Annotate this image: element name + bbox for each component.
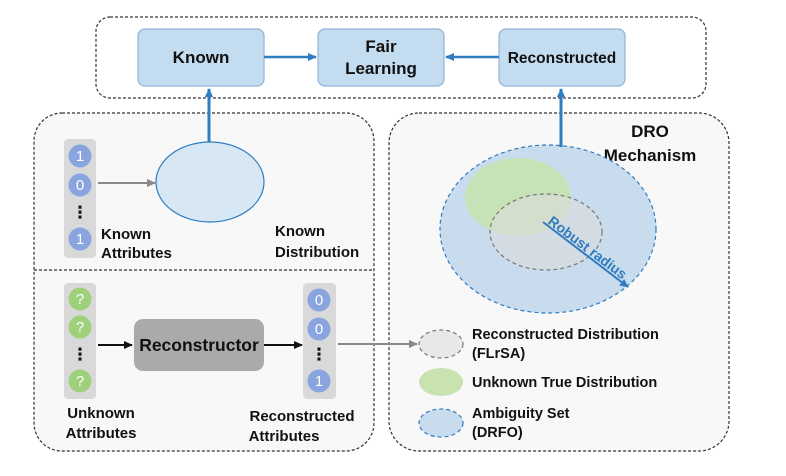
reconstructed-attributes-label-line2: Attributes (249, 428, 320, 445)
unknown-bit-2-value: ? (76, 319, 84, 336)
reconstructed-bits-ellipsis: ⋮ (311, 345, 328, 364)
legend-reconstructed-line2: (FLrSA) (472, 346, 525, 362)
legend-unknown-true-line1: Unknown True Distribution (472, 375, 657, 391)
legend-ambiguity-line2: (DRFO) (472, 425, 523, 441)
unknown-bit-1 (68, 287, 92, 311)
known-distribution-ellipse (155, 141, 265, 223)
reconstructed-bit-2 (307, 317, 331, 341)
fair-learning-label-line1: Fair (365, 37, 397, 56)
known-bit-3 (68, 227, 92, 251)
known-attributes-label-line2: Attributes (101, 245, 172, 262)
legend-reconstructed-swatch (418, 329, 464, 359)
known-attributes-label-line1: Known (101, 226, 151, 243)
known-distribution-label-line2: Distribution (275, 244, 359, 261)
dro-title-line2: Mechanism (604, 146, 697, 165)
unknown-attributes-column (64, 283, 96, 399)
unknown-attributes-label-line1: Unknown (67, 405, 135, 422)
reconstructed-bit-3 (307, 369, 331, 393)
robust-radius-arrow (542, 221, 629, 288)
known-bit-1 (68, 144, 92, 168)
known-bits-ellipsis: ⋮ (72, 203, 89, 222)
reconstructed-bit-2-value: 0 (315, 321, 323, 338)
reconstructed-box-label: Reconstructed (508, 50, 617, 67)
reconstructed-bit-3-value: 1 (315, 373, 323, 390)
dro-title-line1: DRO (631, 122, 669, 141)
fair-learning-label-line2: Learning (345, 59, 417, 78)
reconstructed-attributes-column (303, 283, 336, 399)
unknown-bit-2 (68, 315, 92, 339)
left-panel (33, 112, 375, 452)
legend-reconstructed-line1: Reconstructed Distribution (472, 327, 659, 343)
reconstructor-box (134, 319, 264, 371)
unknown-attributes-label-line2: Attributes (66, 425, 137, 442)
unknown-bit-3 (68, 369, 92, 393)
reconstructed-bit-1-value: 0 (315, 292, 323, 309)
reconstructed-bit-1 (307, 288, 331, 312)
legend-unknown-true-swatch (419, 368, 463, 396)
known-attributes-column (64, 139, 96, 258)
unknown-bits-ellipsis: ⋮ (72, 345, 89, 364)
known-bit-3-value: 1 (76, 231, 84, 248)
legend-ambiguity-swatch (418, 408, 464, 438)
known-bit-2 (68, 173, 92, 197)
known-box-label: Known (173, 48, 230, 67)
reconstructed-attributes-label-line1: Reconstructed (249, 408, 354, 425)
known-distribution-label-line1: Known (275, 223, 325, 240)
unknown-bit-3-value: ? (76, 373, 84, 390)
reconstructor-label: Reconstructor (139, 335, 259, 355)
reconstructed-distribution-ellipse (489, 193, 603, 271)
fair-learning-box (317, 28, 445, 87)
known-bit-1-value: 1 (76, 148, 84, 165)
unknown-bit-1-value: ? (76, 291, 84, 308)
known-bit-2-value: 0 (76, 177, 84, 194)
legend-ambiguity-line1: Ambiguity Set (472, 406, 570, 422)
